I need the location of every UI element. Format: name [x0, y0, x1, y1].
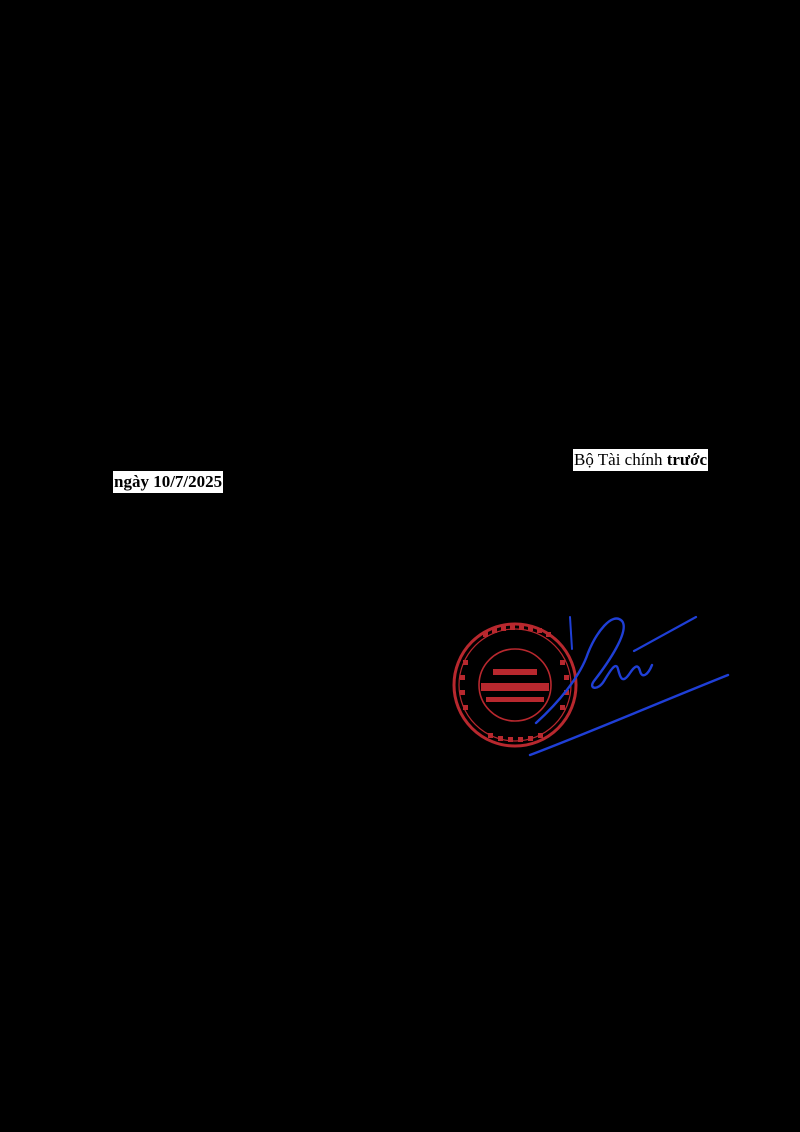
seal-arc-lettering — [460, 625, 569, 742]
text-fragment-date: ngày 10/7/2025 — [113, 471, 224, 493]
signature-mark — [528, 615, 730, 757]
text-fragment-ministry: Bộ Tài chính trước — [573, 449, 709, 471]
text-before: trước — [666, 450, 708, 469]
company-seal — [452, 622, 578, 748]
seal-center-lettering — [481, 669, 549, 702]
stamp-and-signature — [452, 615, 730, 757]
text-ministry: Bộ Tài chính — [574, 450, 667, 469]
